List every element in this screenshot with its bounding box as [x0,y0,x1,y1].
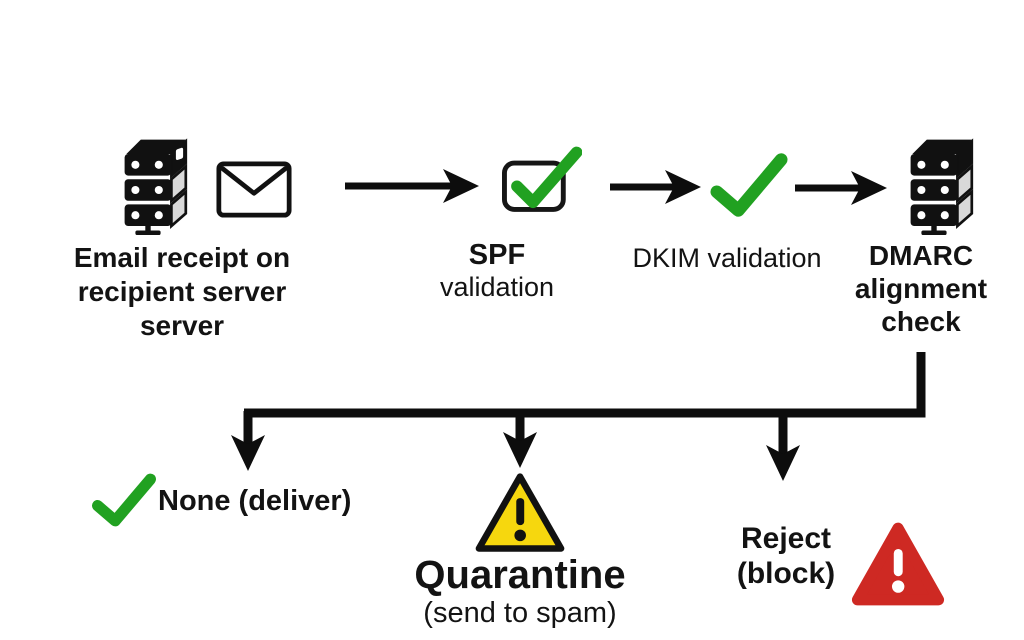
outcome-quarantine-title: Quarantine [414,553,626,597]
arrow-branch-none [231,411,265,471]
server-icon [910,138,974,235]
node-dmarc-label: DMARC alignment check [854,240,988,337]
alert-triangle-red-icon [851,522,945,606]
green-check-icon [92,473,156,527]
node-email-receipt-label: Email receipt on recipient server server [73,242,291,341]
warning-triangle-yellow-icon [475,473,565,552]
checkbox-checked-icon [502,146,582,212]
arrow-branch-reject [766,411,800,481]
outcome-quarantine-subtitle: (send to spam) [423,597,617,629]
node-spf-title: SPF [468,239,526,271]
node-dkim-label: DKIM validation [632,243,822,273]
outcome-reject-label: Reject (block) [736,522,836,590]
arrow-branch-quarantine [503,411,537,468]
server-icon [124,138,188,235]
node-spf-subtitle: validation [439,272,555,302]
green-check-icon [710,153,788,217]
branch-line [244,352,926,418]
outcome-none-label: None (deliver) [158,485,352,517]
envelope-icon [216,161,292,218]
arrow-email-to-spf [345,169,479,203]
arrow-spf-to-dkim [610,170,701,204]
arrow-dkim-to-dmarc [795,171,887,205]
